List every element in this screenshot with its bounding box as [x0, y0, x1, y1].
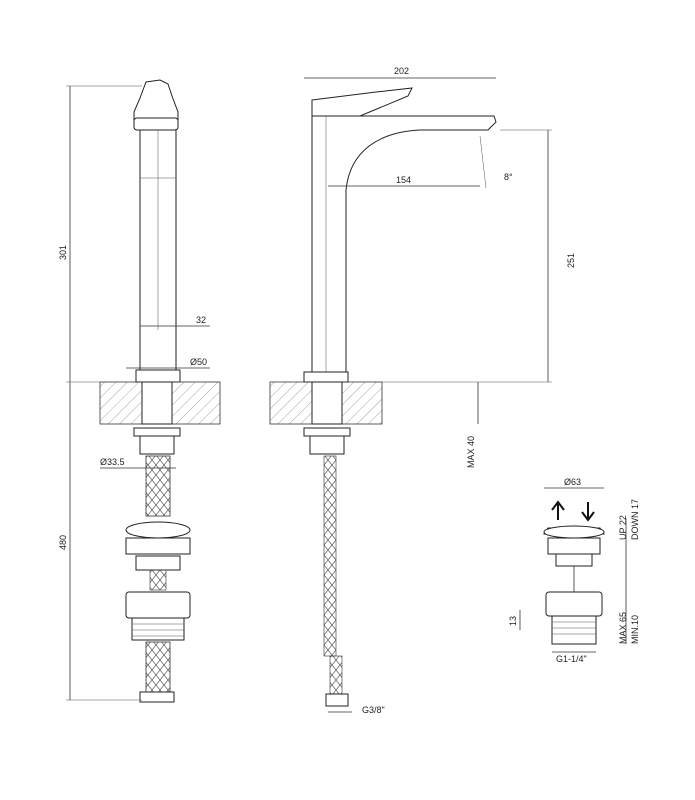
- lever-handle: [133, 79, 179, 121]
- braided-hose: [145, 455, 171, 517]
- base-ring: [135, 369, 181, 383]
- dim-base-diameter: Ø50: [190, 357, 207, 367]
- dim-max-deck: MAX 40: [466, 436, 476, 468]
- dim-waste-flange: 13: [508, 616, 518, 626]
- front-view: 202 154 8° 251 MAX 40 G3/8": [269, 66, 576, 715]
- front-lever: [311, 87, 413, 117]
- waste-cap: [125, 521, 191, 539]
- arrow-up-icon: [551, 500, 565, 520]
- fixing-nut: [139, 435, 175, 455]
- dim-hose-length: 480: [58, 535, 68, 550]
- dim-waste-down: DOWN 17: [630, 499, 640, 540]
- dim-spout-height: 251: [566, 253, 576, 268]
- front-hose: [323, 455, 337, 657]
- dim-reach: 154: [396, 175, 411, 185]
- dim-waste-min: MIN.10: [630, 615, 640, 644]
- dim-body-height: 301: [58, 245, 68, 260]
- dim-shank-diameter: Ø33.5: [100, 457, 125, 467]
- dim-waste-thread: G1-1/4": [556, 654, 587, 664]
- dim-angle: 8°: [504, 172, 513, 182]
- cartridge-cap: [133, 117, 179, 131]
- detail-waste-body: [545, 591, 603, 617]
- side-view: 301 480 32 Ø50 Ø33.5: [58, 79, 221, 703]
- dim-waste-max: MAX 65: [618, 612, 628, 644]
- dim-waste-cap-diameter: Ø63: [564, 477, 581, 487]
- waste-detail: Ø63 UP 22 DOWN 17 MAX 65 MIN.10 13 G1-1/…: [508, 477, 640, 664]
- detail-waste-cap: [543, 525, 605, 539]
- dim-hose-thread: G3/8": [362, 705, 385, 715]
- arrow-down-icon: [581, 502, 595, 522]
- spout-body: [311, 115, 497, 373]
- dim-waste-up: UP 22: [618, 515, 628, 540]
- dim-total-width: 202: [394, 66, 409, 76]
- dim-body-width: 32: [196, 315, 206, 325]
- waste-body: [125, 591, 191, 619]
